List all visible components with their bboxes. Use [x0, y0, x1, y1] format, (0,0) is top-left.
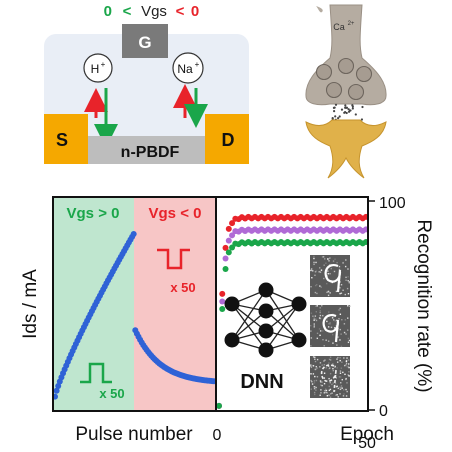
- digit-images: [310, 255, 351, 398]
- ids-point-potentiation: [130, 231, 137, 237]
- calcium-label: Ca: [333, 22, 345, 32]
- axon-branch: [316, 6, 323, 13]
- postsynaptic-dendrite: [305, 119, 387, 179]
- vesicle: [325, 81, 343, 99]
- digit-glyph-1: [324, 264, 342, 293]
- plot-frame: [52, 196, 369, 412]
- synapse-illustration: Ca 2+: [305, 4, 387, 179]
- y-axis-label-recognition: Recognition rate (%): [413, 219, 434, 392]
- y-tick-label-100: 100: [379, 195, 406, 212]
- h-ion-label: H: [91, 62, 100, 76]
- vesicle: [355, 65, 373, 83]
- y-tick-label-0: 0: [379, 403, 388, 420]
- digit-image-3: [310, 356, 350, 398]
- digit-glyph-3: [320, 364, 337, 393]
- region-label-positive: Vgs > 0: [67, 205, 120, 222]
- nn-node: [291, 332, 307, 348]
- x-axis-label-pulse: Pulse number: [75, 424, 193, 445]
- dnn-network-icon: [224, 282, 307, 358]
- recognition-point-series-2: [225, 237, 232, 244]
- recognition-point-series-1: [225, 225, 232, 232]
- digit-image-1: [310, 255, 350, 297]
- positive-pulse-icon: [80, 362, 112, 384]
- recognition-point-series-1: [222, 244, 229, 251]
- recognition-point-series-1: [229, 220, 236, 227]
- vesicle: [315, 63, 333, 81]
- source-electrode: [44, 114, 88, 164]
- nn-node: [224, 332, 240, 348]
- epoch-data-points: [216, 213, 369, 409]
- recognition-point-series-3: [222, 266, 229, 273]
- ids-point-potentiation: [53, 387, 60, 394]
- nn-node: [291, 296, 307, 312]
- gate-electrode: [122, 24, 168, 58]
- title-left-zero: 0: [104, 3, 112, 20]
- nn-node: [258, 342, 274, 358]
- gate-label: G: [138, 33, 151, 52]
- na-ion-sup: +: [195, 60, 200, 69]
- vesicle: [337, 57, 355, 75]
- recognition-point-series-2: [229, 232, 236, 239]
- positive-pulse-count: x 50: [99, 386, 124, 401]
- negative-pulse-icon: [157, 248, 190, 270]
- title-lt-1: <: [123, 3, 132, 20]
- nn-node: [258, 303, 274, 319]
- title-vgs: Vgs: [141, 3, 167, 20]
- pulse-data-points: [52, 231, 217, 400]
- h-ion-circle: [83, 53, 113, 83]
- recognition-point-series-3: [229, 244, 236, 251]
- transistor-schematic: 0 < Vgs < 0 G H + Na + S D n-PBDF: [44, 3, 249, 164]
- epoch-chart: DNN Epoch Recognition rate (%) 100 0 0 5…: [213, 195, 434, 452]
- x-axis-label-epoch: Epoch: [340, 424, 394, 445]
- nn-node: [224, 296, 240, 312]
- title-lt-2: <: [176, 3, 185, 20]
- calcium-sup: 2+: [348, 21, 355, 27]
- nn-node: [258, 323, 274, 339]
- recognition-point-series-3: [219, 306, 226, 313]
- presynaptic-neuron: [305, 4, 387, 106]
- digit-glyph-2: [322, 314, 340, 343]
- recognition-point-series-3: [225, 249, 232, 256]
- recognition-point-series-1: [219, 290, 226, 297]
- y-axis-label-ids: Ids / mA: [20, 269, 41, 339]
- negative-pulse-count: x 50: [170, 280, 195, 295]
- source-label: S: [56, 130, 68, 150]
- dnn-label: DNN: [240, 371, 283, 393]
- nn-node: [258, 282, 274, 298]
- drain-electrode: [205, 114, 249, 164]
- synaptic-vesicles: [315, 57, 373, 101]
- neurotransmitter-dots: [331, 103, 364, 121]
- region-label-negative: Vgs < 0: [149, 205, 202, 222]
- h-ion-sup: +: [101, 60, 106, 69]
- na-ion-circle: [172, 52, 204, 84]
- channel-layer: [88, 136, 205, 164]
- na-ion-label: Na: [177, 62, 193, 76]
- title-right-zero: 0: [191, 3, 199, 20]
- recognition-point-series-2: [222, 255, 229, 262]
- x-tick-label-0: 0: [213, 427, 222, 444]
- recognition-point-series-3: [216, 402, 222, 409]
- x-tick-label-50: 50: [358, 435, 376, 452]
- recognition-point-series-2: [219, 298, 226, 305]
- channel-label: n-PBDF: [121, 144, 180, 161]
- pulse-chart: Vgs > 0 Vgs < 0 x 50 x 50 Ids / mA Pulse…: [20, 197, 217, 445]
- drain-label: D: [222, 130, 235, 150]
- vesicle: [347, 83, 365, 101]
